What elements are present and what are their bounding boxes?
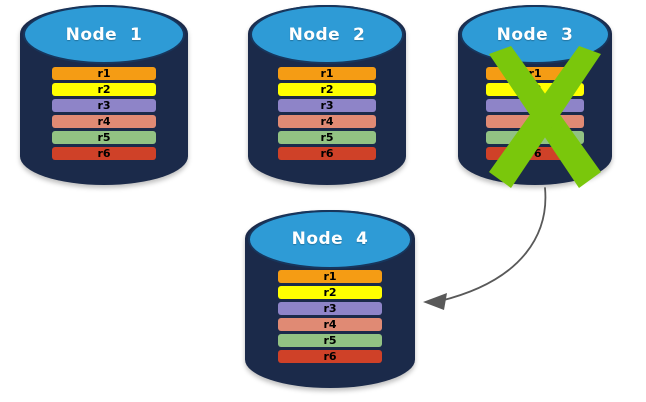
row-label: r5: [528, 131, 542, 144]
arrow-head-icon: [423, 293, 447, 310]
node-4-rows: r1 r2 r3 r4 r5 r6: [245, 270, 415, 363]
node-3-row-r2[interactable]: r2: [486, 83, 584, 96]
row-label: r6: [323, 350, 337, 363]
row-label: r2: [97, 83, 111, 96]
row-label: r1: [97, 67, 111, 80]
node-4-row-r5[interactable]: r5: [278, 334, 382, 347]
row-label: r1: [320, 67, 334, 80]
node-4-row-r3[interactable]: r3: [278, 302, 382, 315]
node-2-row-r6[interactable]: r6: [278, 147, 376, 160]
row-label: r3: [528, 99, 542, 112]
node-4-row-r4[interactable]: r4: [278, 318, 382, 331]
node-2-cylinder-top: [250, 5, 404, 65]
node-1-row-r3[interactable]: r3: [52, 99, 156, 112]
row-label: r4: [528, 115, 542, 128]
node-2-rows: r1 r2 r3 r4 r5 r6: [248, 67, 406, 160]
node-2-row-r4[interactable]: r4: [278, 115, 376, 128]
node-2-row-r1[interactable]: r1: [278, 67, 376, 80]
row-label: r3: [97, 99, 111, 112]
node-4-cylinder-top: [247, 210, 413, 269]
row-label: r5: [323, 334, 337, 347]
node-3-rows: r1 r2 r3 r4 r5 r6: [458, 67, 612, 160]
node-2-row-r2[interactable]: r2: [278, 83, 376, 96]
node-1-row-r2[interactable]: r2: [52, 83, 156, 96]
node-3-row-r4[interactable]: r4: [486, 115, 584, 128]
node-1[interactable]: Node 1 r1 r2 r3 r4 r5 r6: [20, 5, 188, 185]
row-label: r6: [528, 147, 542, 160]
node-1-rows: r1 r2 r3 r4 r5 r6: [20, 67, 188, 160]
node-2-row-r3[interactable]: r3: [278, 99, 376, 112]
node-1-row-r6[interactable]: r6: [52, 147, 156, 160]
node-3[interactable]: Node 3 r1 r2 r3 r4 r5 r6: [458, 5, 612, 185]
row-label: r2: [323, 286, 337, 299]
row-label: r6: [320, 147, 334, 160]
row-label: r2: [320, 83, 334, 96]
node-4-row-r6[interactable]: r6: [278, 350, 382, 363]
node-1-row-r5[interactable]: r5: [52, 131, 156, 144]
arrow-curve: [439, 187, 547, 302]
node-4[interactable]: Node 4 r1 r2 r3 r4 r5 r6: [245, 210, 415, 388]
node-3-row-r6[interactable]: r6: [486, 147, 584, 160]
node-3-row-r1[interactable]: r1: [486, 67, 584, 80]
node-2[interactable]: Node 2 r1 r2 r3 r4 r5 r6: [248, 5, 406, 185]
row-label: r6: [97, 147, 111, 160]
node-3-row-r5[interactable]: r5: [486, 131, 584, 144]
node-3-row-r3[interactable]: r3: [486, 99, 584, 112]
row-label: r3: [320, 99, 334, 112]
node-1-row-r4[interactable]: r4: [52, 115, 156, 128]
node-1-row-r1[interactable]: r1: [52, 67, 156, 80]
row-label: r4: [320, 115, 334, 128]
node-4-row-r1[interactable]: r1: [278, 270, 382, 283]
node-2-row-r5[interactable]: r5: [278, 131, 376, 144]
row-label: r4: [323, 318, 337, 331]
node-1-cylinder-top: [22, 5, 186, 65]
row-label: r5: [97, 131, 111, 144]
node-4-row-r2[interactable]: r2: [278, 286, 382, 299]
node-3-cylinder-top: [460, 5, 610, 65]
row-label: r3: [323, 302, 337, 315]
row-label: r1: [528, 67, 542, 80]
row-label: r1: [323, 270, 337, 283]
row-label: r4: [97, 115, 111, 128]
row-label: r2: [528, 83, 542, 96]
row-label: r5: [320, 131, 334, 144]
